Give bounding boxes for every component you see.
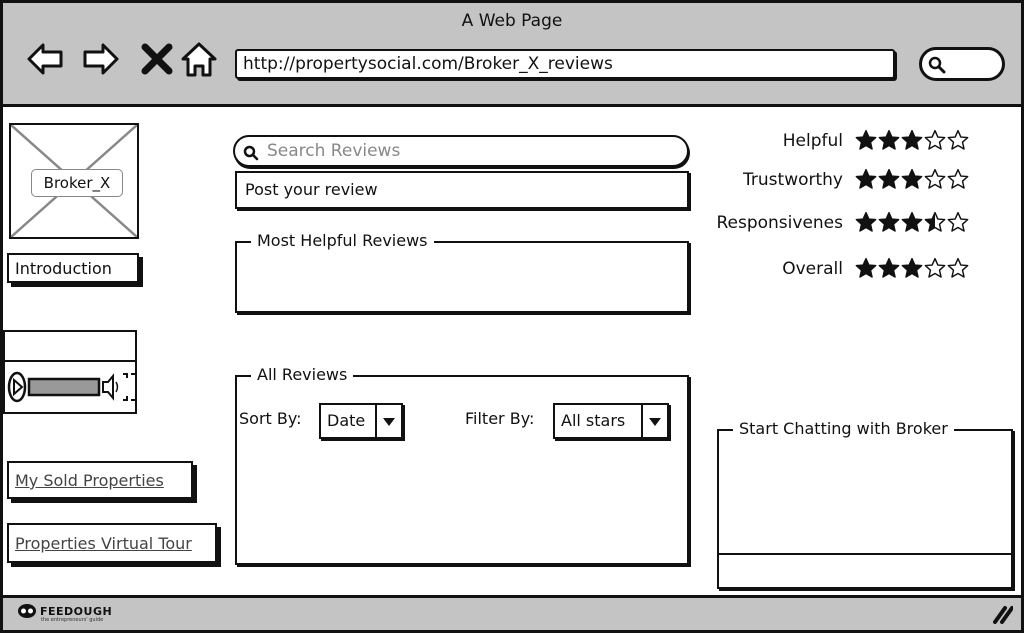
player-divider [5,360,135,362]
star-filled-icon[interactable] [901,129,923,151]
rating-row-overall: Overall [703,255,993,285]
rating-row-trustworthy: Trustworthy [703,166,993,196]
browser-search-box[interactable] [919,47,1005,81]
progress-bar[interactable] [27,377,101,397]
star-rating[interactable] [855,211,970,233]
most-helpful-reviews-panel: Most Helpful Reviews [235,229,689,313]
brand-mascot-icon [18,604,36,618]
star-rating[interactable] [855,129,970,151]
star-filled-icon[interactable] [855,257,877,279]
star-rating[interactable] [855,168,970,190]
star-empty-icon[interactable] [924,257,946,279]
star-empty-icon[interactable] [947,211,969,233]
search-icon [928,56,946,74]
star-filled-icon[interactable] [855,211,877,233]
star-empty-icon[interactable] [924,129,946,151]
browser-toolbar: A Web Page http://propertysocial.com/Bro… [3,3,1021,107]
sort-dropdown-button[interactable] [375,405,401,437]
back-arrow-icon[interactable] [25,39,65,79]
star-empty-icon[interactable] [947,168,969,190]
star-empty-icon[interactable] [947,257,969,279]
filter-dropdown-button[interactable] [641,405,667,437]
virtual-tour-link[interactable]: Properties Virtual Tour [7,523,217,563]
player-controls [7,371,135,403]
video-player[interactable] [3,330,137,414]
star-filled-icon[interactable] [855,129,877,151]
home-icon[interactable] [179,39,219,79]
star-filled-icon[interactable] [901,211,923,233]
sort-dropdown[interactable]: Date [319,403,403,439]
filter-dropdown[interactable]: All stars [553,403,669,439]
rating-row-responsiveness: Responsivenes [703,209,993,239]
chat-panel: Start Chatting with Broker [717,417,1013,589]
star-filled-icon[interactable] [901,257,923,279]
broker-name-label: Broker_X [31,169,123,197]
address-bar[interactable]: http://propertysocial.com/Broker_X_revie… [235,49,895,79]
star-filled-icon[interactable] [901,168,923,190]
star-filled-icon[interactable] [878,168,900,190]
review-search-input[interactable] [267,140,667,162]
chevron-down-icon [383,418,395,426]
resize-grip-icon[interactable] [991,604,1013,624]
filter-label: Filter By: [465,409,535,428]
window-title: A Web Page [461,11,563,31]
sort-value: Date [327,411,366,430]
star-filled-icon[interactable] [855,168,877,190]
review-search-box[interactable] [233,135,689,167]
chevron-down-icon [649,418,661,426]
star-filled-icon[interactable] [878,257,900,279]
introduction-button[interactable]: Introduction [7,253,139,283]
chat-message-input[interactable] [719,553,1011,587]
rating-row-helpful: Helpful [703,127,993,157]
feedough-logo: FEEDOUGH [17,603,112,619]
most-helpful-title: Most Helpful Reviews [251,229,434,253]
volume-icon[interactable] [102,373,114,401]
broker-photo: Broker_X [9,123,139,239]
sold-properties-link[interactable]: My Sold Properties [7,461,193,499]
filter-value: All stars [561,411,626,430]
stop-x-icon[interactable] [137,39,177,79]
rating-label: Helpful [782,131,843,151]
brand-tagline: the entrepreneurs' guide [41,617,104,623]
star-half-icon[interactable] [924,211,946,233]
star-rating[interactable] [855,257,970,279]
rating-label: Trustworthy [743,170,843,190]
star-empty-icon[interactable] [924,168,946,190]
star-filled-icon[interactable] [878,211,900,233]
chat-title: Start Chatting with Broker [733,417,954,441]
post-review-field[interactable]: Post your review [235,171,689,209]
brand-name: FEEDOUGH [40,604,113,618]
fullscreen-icon[interactable] [123,373,135,401]
search-icon [243,145,259,161]
rating-label: Responsivenes [716,213,843,233]
all-reviews-title: All Reviews [251,363,354,387]
forward-arrow-icon[interactable] [81,39,121,79]
rating-label: Overall [782,259,843,279]
star-filled-icon[interactable] [878,129,900,151]
status-bar: FEEDOUGH the entrepreneurs' guide [3,595,1021,630]
sort-label: Sort By: [239,409,302,428]
star-empty-icon[interactable] [947,129,969,151]
all-reviews-panel: All Reviews Sort By: Date Filter By: All… [235,363,689,565]
